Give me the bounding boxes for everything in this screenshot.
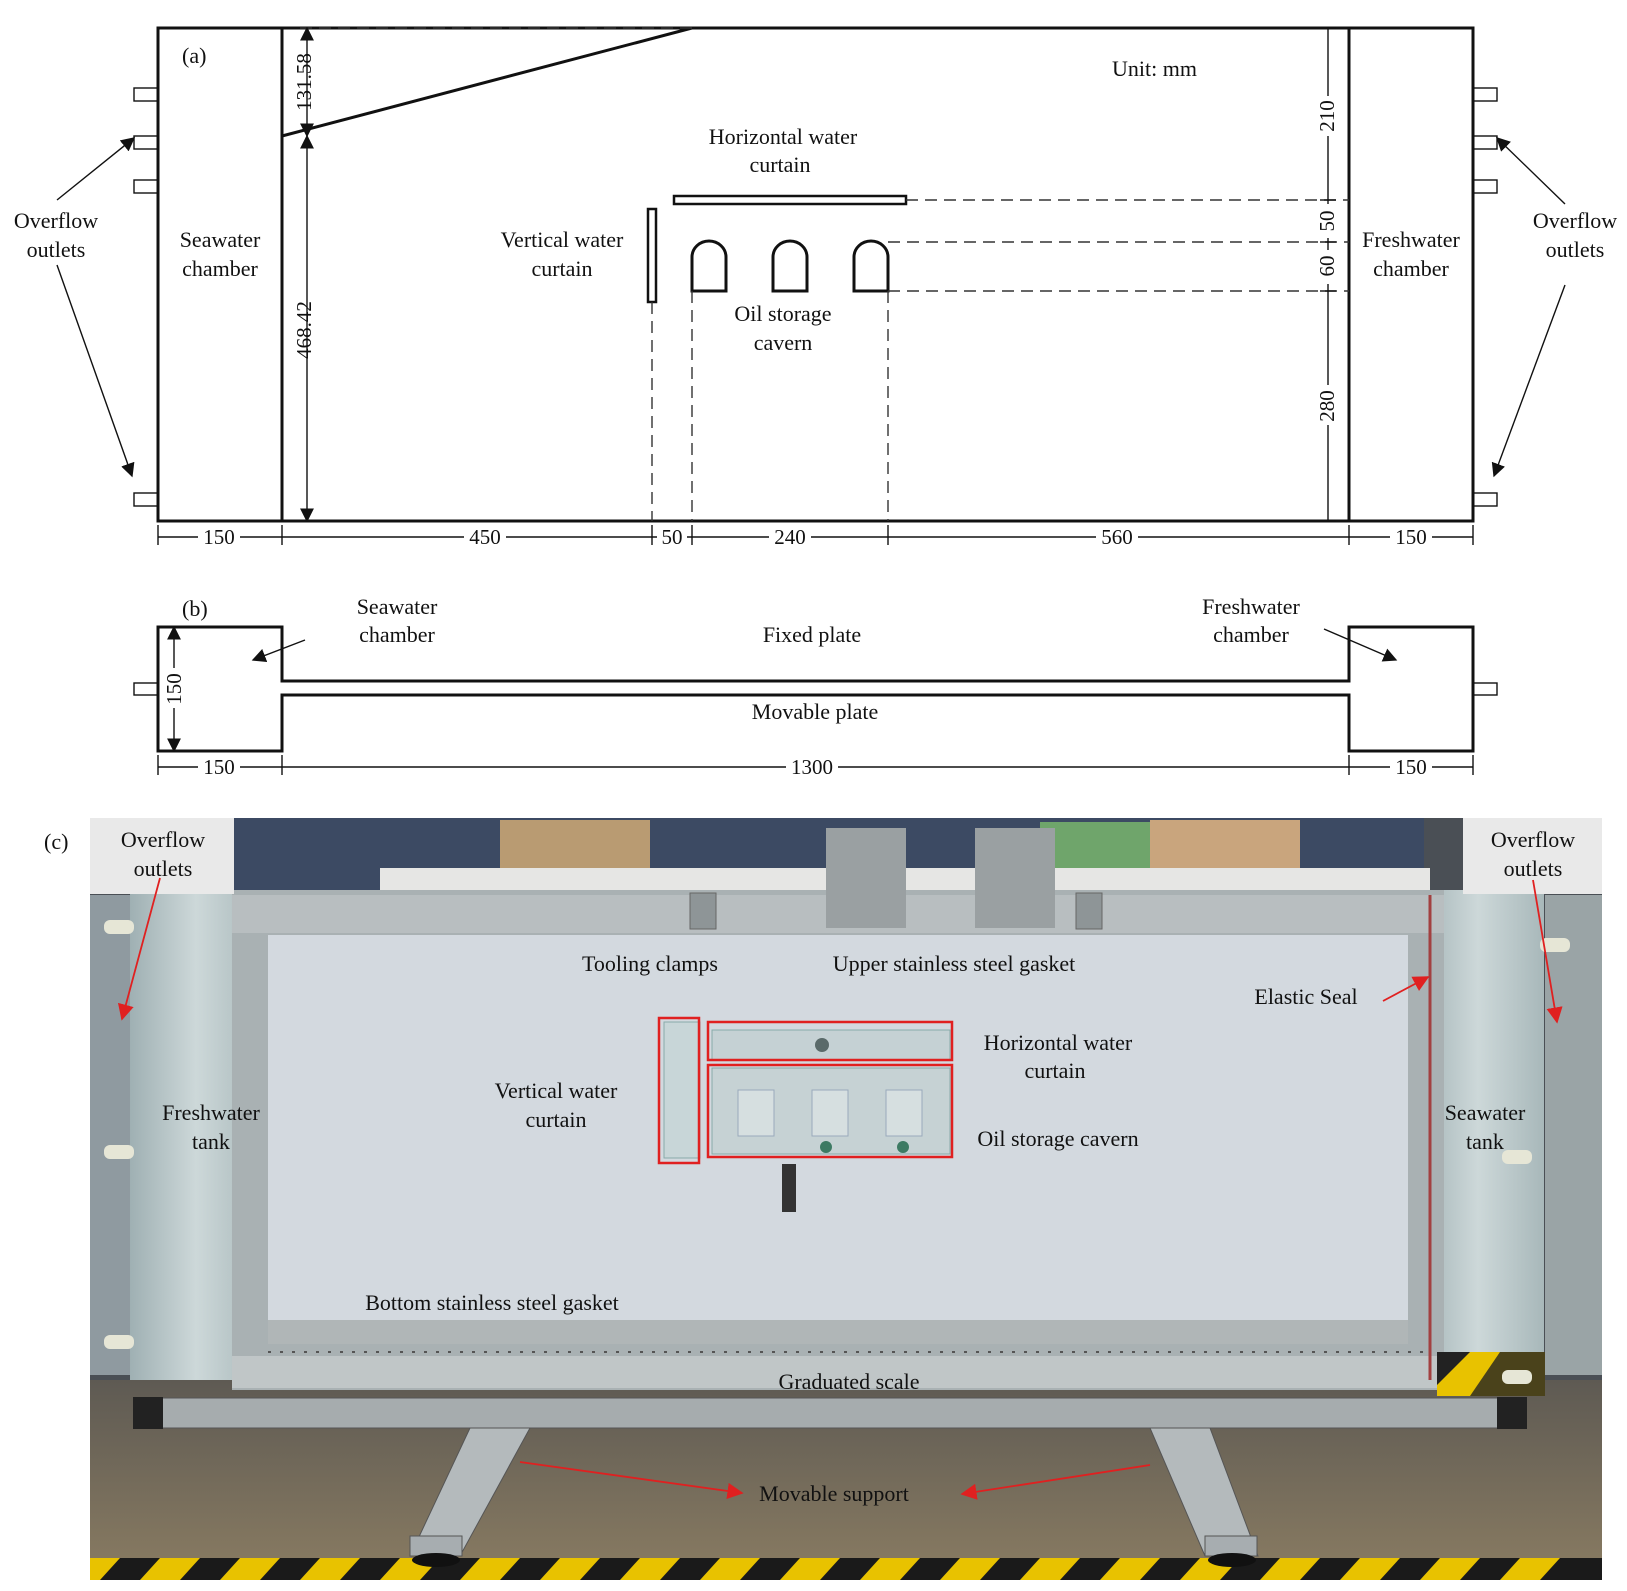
seawater-chamber-outline (156, 625, 1475, 753)
horizontal-curtain-label-2: curtain (749, 152, 810, 177)
dim-left-bottom: 468.42 (292, 301, 316, 359)
freshwater-chamber-label-2: chamber (1373, 256, 1449, 281)
overflow-left-box (90, 818, 234, 894)
overflow-right-arrow-down (1491, 284, 1566, 478)
b-dim-150a: 150 (203, 755, 235, 779)
overflow-left-label-2: outlets (27, 237, 86, 262)
b-dim-height: 150 (162, 673, 186, 705)
oil-caverns (690, 239, 890, 293)
movable-support-label: Movable support (759, 1481, 909, 1506)
cavern-1 (690, 239, 728, 293)
b-freshwater-label-2: chamber (1213, 622, 1289, 647)
vertical-curtain (646, 207, 658, 304)
right-outlets (1472, 87, 1498, 507)
panel-c-tag: (c) (44, 829, 68, 854)
left-outlets (133, 87, 159, 507)
dim-bottom-560: 560 (1101, 525, 1133, 549)
c-horizontal-label: Horizontal water (984, 1030, 1133, 1055)
dim-bottom-240: 240 (774, 525, 806, 549)
c-overflow-right-2: outlets (1504, 856, 1563, 881)
panel-a: (a) Unit: mm Overflow outlets Overflow o… (14, 26, 1617, 549)
overflow-right-label-2: outlets (1546, 237, 1605, 262)
freshwater-chamber-label: Freshwater (1362, 227, 1460, 252)
horizontal-curtain-box (706, 1020, 954, 1062)
photo (90, 818, 1602, 1580)
seawater-chamber-label: Seawater (180, 227, 261, 252)
tooling-clamps-label: Tooling clamps (582, 951, 718, 976)
dim-right-50: 50 (1315, 211, 1339, 232)
c-cavern-label: Oil storage cavern (977, 1126, 1138, 1151)
unit-label: Unit: mm (1112, 56, 1197, 81)
dim-right-280: 280 (1315, 390, 1339, 422)
fixed-plate-label: Fixed plate (763, 622, 861, 647)
elastic-seal-label: Elastic Seal (1254, 984, 1357, 1009)
b-dim-1300: 1300 (791, 755, 833, 779)
overflow-right-arrow-up (1495, 137, 1566, 205)
b-dim-150b: 150 (1395, 755, 1427, 779)
freshwater-tank-label-2: tank (192, 1129, 230, 1154)
freshwater-tank-label: Freshwater (162, 1100, 260, 1125)
sloped-surface-line (281, 26, 693, 138)
movable-plate-label: Movable plate (752, 699, 878, 724)
dim-bottom-50: 50 (662, 525, 683, 549)
vertical-curtain-label-2: curtain (531, 256, 592, 281)
overflow-left-arrow-down (56, 264, 135, 478)
seawater-tank-label: Seawater (1445, 1100, 1526, 1125)
vertical-curtain-label: Vertical water (501, 227, 624, 252)
c-overflow-left-2: outlets (134, 856, 193, 881)
dim-right-60: 60 (1315, 256, 1339, 277)
graduated-scale-label: Graduated scale (778, 1369, 919, 1394)
cavern-label: Oil storage (734, 301, 831, 326)
horizontal-curtain-label: Horizontal water (709, 124, 858, 149)
c-vertical-label: Vertical water (495, 1078, 618, 1103)
panel-c: (c) (44, 818, 1602, 1580)
b-freshwater-label: Freshwater (1202, 594, 1300, 619)
model-box (280, 26, 1351, 523)
cavern-label-2: cavern (754, 330, 813, 355)
dim-bottom-150a: 150 (203, 525, 235, 549)
c-overflow-left: Overflow (121, 827, 205, 852)
b-seawater-label: Seawater (357, 594, 438, 619)
dim-right-210: 210 (1315, 100, 1339, 132)
cavern-2 (771, 239, 809, 293)
c-overflow-right: Overflow (1491, 827, 1575, 852)
seawater-tank-label-2: tank (1466, 1129, 1504, 1154)
bottom-gasket-label: Bottom stainless steel gasket (365, 1290, 619, 1315)
cavern-box (706, 1063, 954, 1159)
dim-bottom-450: 450 (469, 525, 501, 549)
dim-bottom-150b: 150 (1395, 525, 1427, 549)
panel-b-tag: (b) (182, 596, 208, 621)
upper-gasket-label: Upper stainless steel gasket (833, 951, 1076, 976)
overflow-left-arrow-up (56, 137, 136, 201)
horizontal-curtain (672, 194, 908, 206)
b-seawater-label-2: chamber (359, 622, 435, 647)
freshwater-chamber-box (1347, 26, 1475, 523)
cavern-3 (852, 239, 890, 293)
panel-a-tag: (a) (182, 43, 206, 68)
overflow-left-label: Overflow (14, 208, 98, 233)
panel-b: (b) Seawater chamber Freshwater chamber … (133, 594, 1498, 779)
c-vertical-label-2: curtain (525, 1107, 586, 1132)
dim-left-top: 131.58 (292, 53, 316, 111)
seawater-chamber-label-2: chamber (182, 256, 258, 281)
overflow-right-label: Overflow (1533, 208, 1617, 233)
c-horizontal-label-2: curtain (1024, 1058, 1085, 1083)
vertical-curtain-box (657, 1016, 701, 1165)
